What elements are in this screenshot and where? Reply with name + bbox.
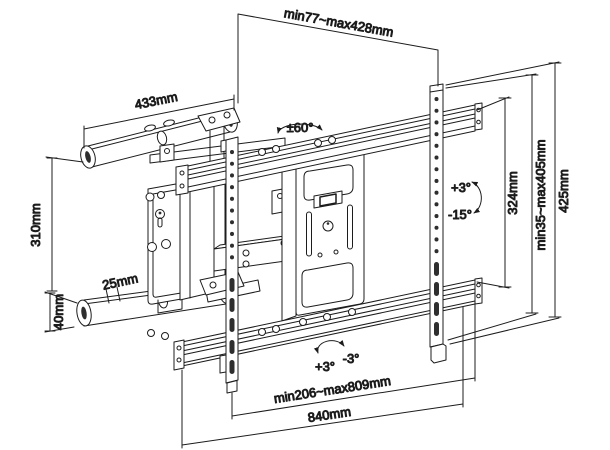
vesa-rail-left	[219, 136, 239, 394]
dim-mount-height-range-label: min35~max405mm	[533, 140, 548, 251]
dim-tube-offset-label: 25mm	[101, 271, 139, 293]
center-hole	[322, 220, 334, 232]
dim-bracket-total-height: 425mm	[445, 61, 572, 345]
dim-vesa-vertical-label: 324mm	[505, 171, 520, 214]
top-cutout	[303, 164, 354, 201]
dim-level-adjust-left-label: +3°	[315, 359, 335, 374]
left-slot	[306, 211, 312, 257]
cross-rail-top	[175, 102, 483, 196]
dim-bracket-total-height-label: 425mm	[556, 169, 571, 212]
dim-tilt-down-label: -15°	[448, 207, 472, 222]
dim-level-adjust-right-label: -3°	[343, 351, 360, 366]
dim-rail-total-width-label: 840mm	[307, 404, 352, 425]
dim-tilt-range: +3° -15°	[448, 180, 482, 223]
dim-level-adjust: +3° -3°	[313, 340, 360, 375]
dim-mount-height-range: min35~max405mm	[445, 73, 549, 341]
vesa-rail-right	[429, 83, 447, 364]
dim-wall-bracket-height: 310mm	[28, 156, 84, 304]
dim-tilt-up-label: +3°	[451, 180, 471, 195]
dim-tube-height-label: 40mm	[51, 294, 66, 330]
dim-extension-range: min77~max428mm	[237, 5, 439, 104]
tv-adapter-plate	[281, 146, 365, 322]
dim-swivel-range-label: ±60°	[287, 120, 314, 135]
dim-tube-height: 40mm	[44, 292, 75, 333]
dim-rail-total-width: 840mm	[181, 306, 464, 449]
right-slot	[347, 204, 353, 250]
dim-wall-bracket-height-label: 310mm	[28, 203, 43, 246]
dim-wall-bracket-width-label: 433mm	[133, 89, 178, 112]
dim-swivel-range: ±60°	[276, 120, 323, 136]
keyhole-slot	[155, 209, 165, 228]
dim-vesa-vertical: 324mm	[476, 96, 521, 289]
dim-rail-width-range-label: min206~max809mm	[273, 373, 392, 406]
dim-extension-range-label: min77~max428mm	[283, 5, 395, 39]
bottom-cutout	[301, 262, 354, 308]
